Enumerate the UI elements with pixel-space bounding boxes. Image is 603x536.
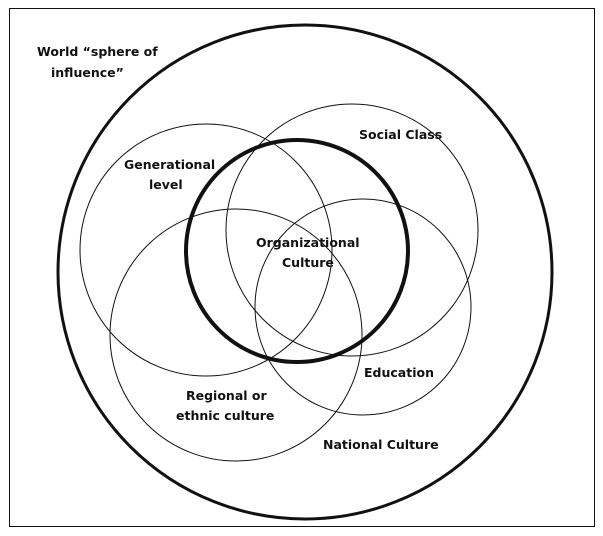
organizational-label-line2: Culture <box>282 255 334 270</box>
world-label-line1: World “sphere of <box>37 44 158 59</box>
education-label: Education <box>364 365 434 380</box>
diagram-frame <box>9 8 595 527</box>
social-class-circle <box>225 103 479 357</box>
world-label-line2: influence” <box>51 65 124 80</box>
regional-circle <box>109 208 363 462</box>
world-circle <box>56 23 554 521</box>
education-circle <box>254 198 472 416</box>
regional-label-line1: Regional or <box>186 388 267 403</box>
organizational-label-line1: Organizational <box>256 235 360 250</box>
regional-label-line2: ethnic culture <box>176 408 274 423</box>
generational-circle <box>79 123 333 377</box>
generational-label-line1: Generational <box>124 157 215 172</box>
national-culture-label: National Culture <box>323 437 439 452</box>
organizational-circle <box>184 138 410 364</box>
social-class-label: Social Class <box>359 127 442 142</box>
generational-label-line2: level <box>149 177 183 192</box>
